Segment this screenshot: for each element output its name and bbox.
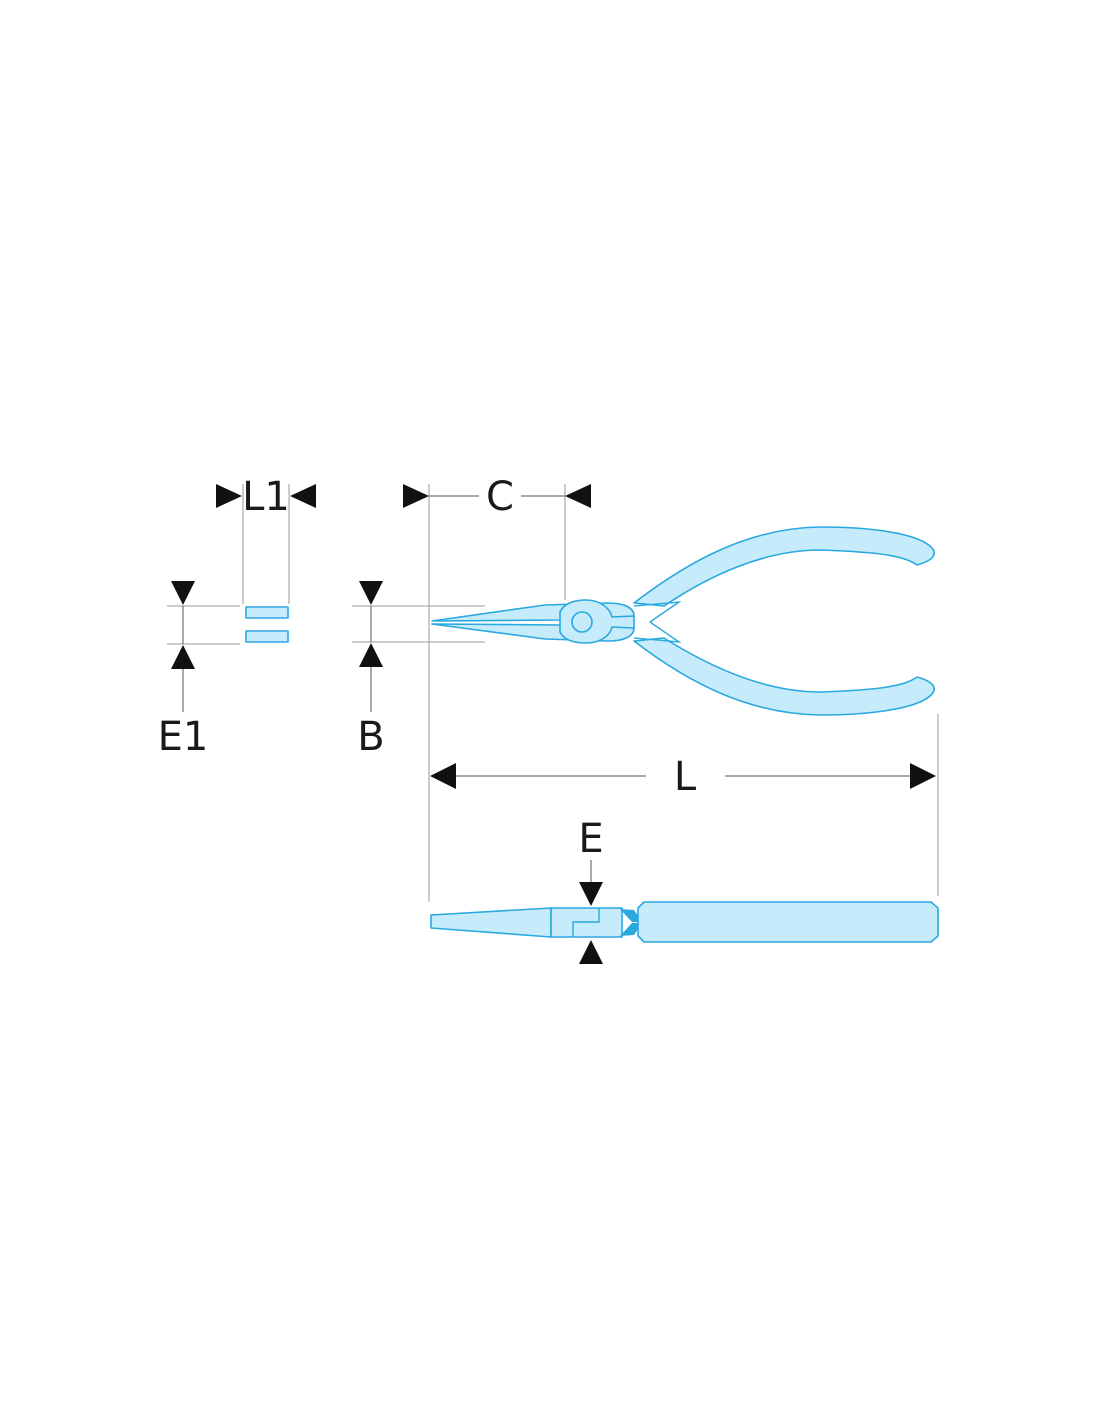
jaw-section-upper (245, 606, 289, 619)
lower-handle (633, 637, 935, 716)
l-arrow-right (910, 763, 936, 789)
pliers-side-view (431, 526, 935, 716)
joint-body (559, 599, 635, 644)
label-c: C (486, 474, 514, 520)
top-view-spring-accent-lower (620, 923, 642, 936)
pliers-top-view (430, 901, 939, 943)
jaw-section-lower (245, 630, 289, 643)
dimension-l: L (428, 612, 939, 902)
label-b: B (357, 714, 384, 760)
c-arrow-right (565, 484, 591, 508)
spring-upper (633, 601, 682, 623)
upper-handle (633, 526, 935, 607)
l-arrow-left (430, 763, 456, 789)
top-view-joint-step (572, 908, 600, 937)
label-e1: E1 (158, 714, 209, 760)
dimension-l1: L1 (216, 474, 316, 604)
b-arrow-down (359, 581, 383, 605)
top-view-handle (637, 901, 939, 943)
label-l1: L1 (242, 474, 290, 520)
jaw-cross-section (245, 606, 289, 643)
top-view-spring-accent-upper (620, 909, 642, 922)
e1-arrow-up (171, 645, 195, 669)
label-e: E (578, 816, 603, 862)
dimension-b: B (352, 581, 485, 760)
dimension-c: C (403, 474, 591, 612)
top-view-nose (430, 907, 552, 938)
l1-arrow-right (290, 484, 316, 508)
e-arrow-up (579, 940, 603, 964)
e1-arrow-down (171, 581, 195, 605)
label-l: L (674, 754, 697, 800)
spring-lower (633, 621, 682, 643)
l1-arrow-left (216, 484, 242, 508)
c-arrow-left (403, 484, 429, 508)
b-arrow-up (359, 643, 383, 667)
dimension-e1: E1 (158, 581, 240, 760)
dimension-e: E (578, 816, 604, 964)
pivot-rivet (571, 611, 593, 633)
e-arrow-down (579, 882, 603, 906)
